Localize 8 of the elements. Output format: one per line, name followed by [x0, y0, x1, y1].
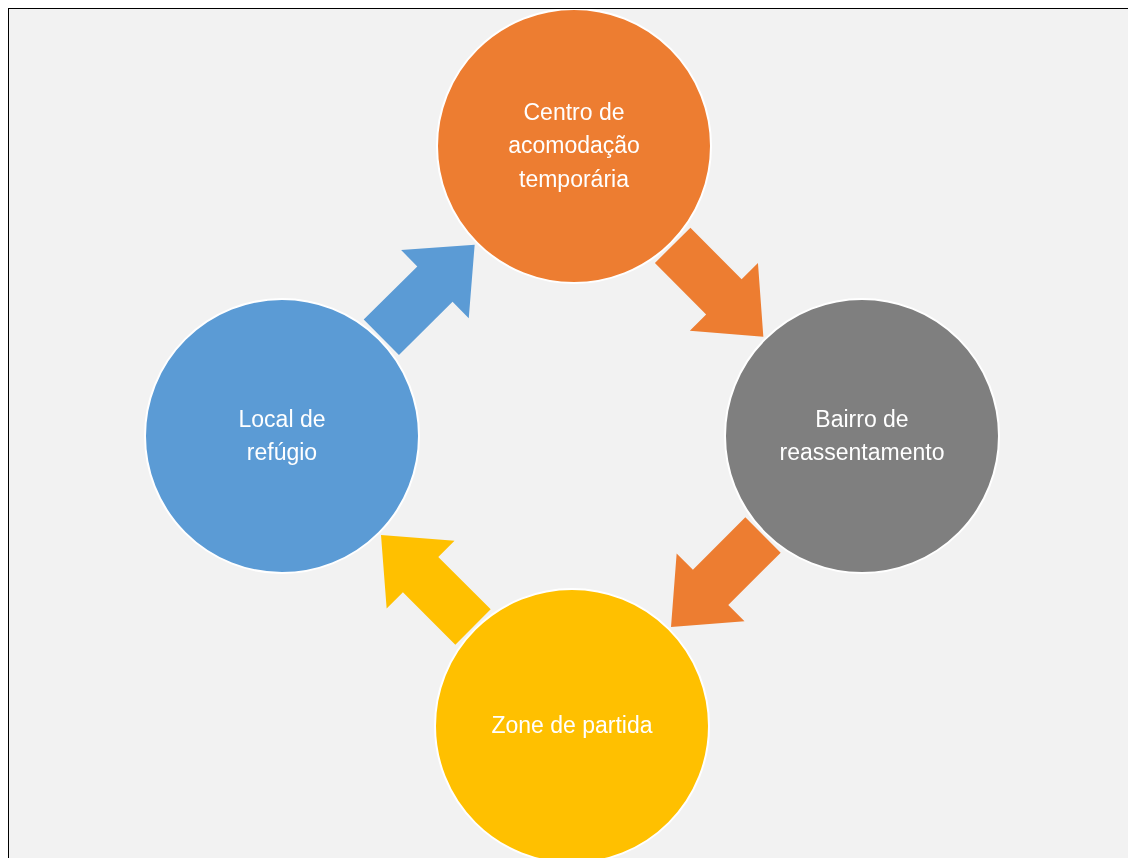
node-label: Centro de acomodação temporária [507, 98, 641, 194]
block-arrow [654, 227, 764, 337]
node-label: Zone de partida [490, 711, 654, 741]
node-label: Local de refúgio [237, 404, 327, 467]
block-arrow [671, 517, 781, 627]
block-arrow [363, 244, 475, 356]
block-arrow [381, 535, 491, 645]
node-label: Bairro de reassentamento [778, 404, 946, 467]
